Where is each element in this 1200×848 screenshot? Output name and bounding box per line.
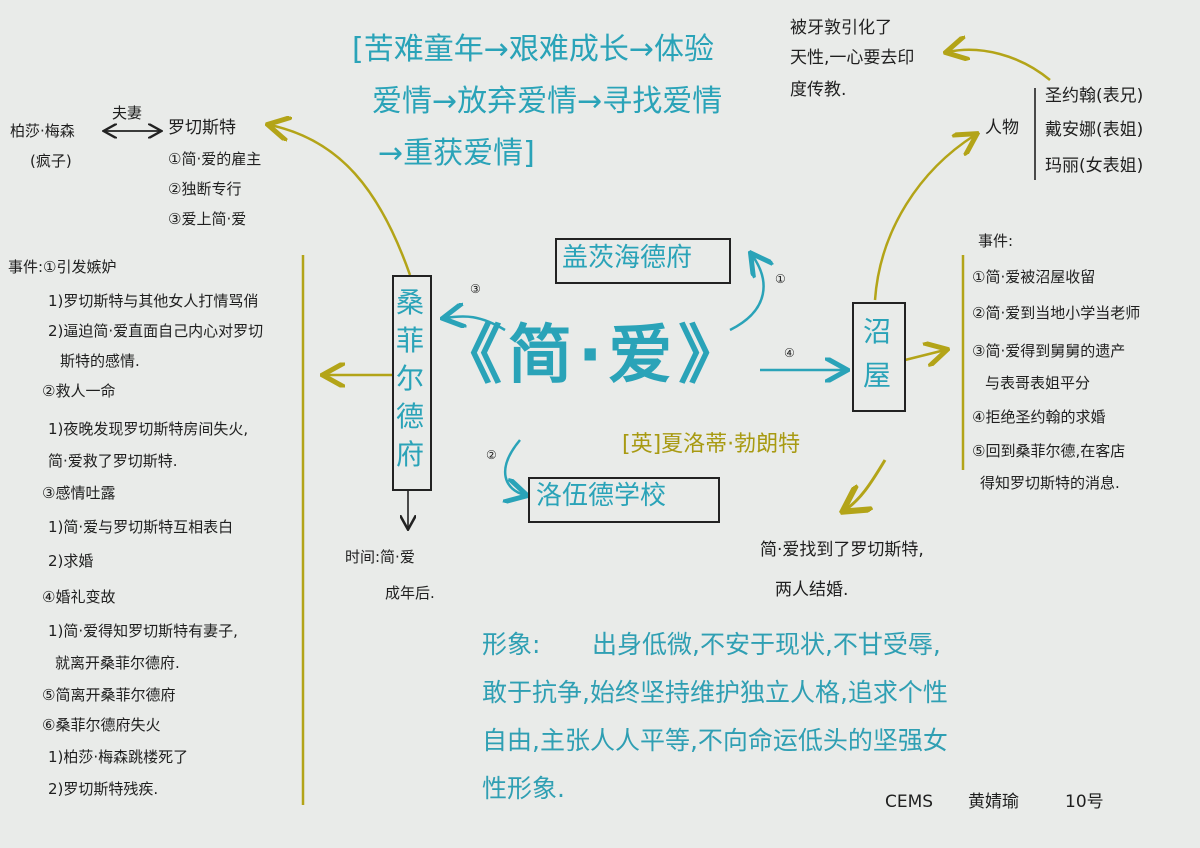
- tf-heading: 事件:①引发嫉妒: [8, 258, 117, 276]
- gateshead-box: [555, 238, 731, 284]
- image-line4: 性形象.: [482, 774, 565, 803]
- spouse-label: 夫妻: [112, 104, 143, 122]
- arrow-to-note: [948, 50, 1051, 81]
- num-3: ③: [470, 282, 481, 296]
- storyline-line1: [苦难童年→艰难成长→体验: [352, 32, 714, 67]
- marsh-e5b: 得知罗切斯特的消息.: [980, 474, 1120, 492]
- book-title: 《简·爱》: [438, 319, 749, 393]
- tf-d1: 1)简·爱得知罗切斯特有妻子,: [48, 622, 238, 640]
- time-line1: 时间:简·爱: [345, 548, 415, 566]
- person-diana: 戴安娜(表姐): [1045, 120, 1144, 140]
- rochester-trait-1: ①简·爱的雇主: [168, 150, 262, 168]
- rochester-trait-2: ②独断专行: [168, 180, 242, 198]
- tf-a1: 1)罗切斯特与其他女人打情骂俏: [48, 292, 259, 310]
- num-1: ①: [775, 272, 786, 286]
- tf-c2: 2)求婚: [48, 552, 94, 570]
- note-line1: 被牙敦引化了: [790, 18, 892, 38]
- image-line1: 出身低微,不安于现状,不甘受辱,: [592, 630, 941, 659]
- lowood-label: 洛伍德学校: [536, 481, 667, 511]
- marsh-e3a: ③简·爱得到舅舅的遗产: [972, 342, 1126, 360]
- gateshead-label: 盖茨海德府: [562, 243, 693, 273]
- rochester-name: 罗切斯特: [168, 118, 236, 138]
- arrow-to-people: [873, 135, 975, 301]
- note-line3: 度传教.: [790, 80, 847, 100]
- tf-c: ③感情吐露: [42, 484, 116, 502]
- storyline-line2: 爱情→放弃爱情→寻找爱情: [372, 84, 723, 119]
- tf-f1: 1)柏莎·梅森跳楼死了: [48, 748, 189, 766]
- marsh-heading: 事件:: [978, 232, 1014, 250]
- lowood-box: [528, 477, 720, 523]
- person-mary: 玛丽(女表姐): [1045, 156, 1144, 176]
- author: [英]夏洛蒂·勃朗特: [622, 432, 801, 457]
- bertha-name: 柏莎·梅森: [10, 122, 75, 140]
- people-label: 人物: [985, 118, 1019, 138]
- tf-b2: 简·爱救了罗切斯特.: [48, 452, 178, 470]
- signature-name: 黄婧瑜: [968, 792, 1019, 812]
- marsh-e4: ④拒绝圣约翰的求婚: [972, 408, 1106, 426]
- marsh-box: [852, 302, 906, 412]
- signature-school: CEMS: [885, 792, 934, 812]
- time-line2: 成年后.: [385, 584, 435, 602]
- tf-e: ⑤简离开桑菲尔德府: [42, 686, 176, 704]
- tf-c1: 1)简·爱与罗切斯特互相表白: [48, 518, 234, 536]
- arrow-to-thornfield: [445, 316, 506, 332]
- tf-b: ②救人一命: [42, 382, 116, 400]
- tf-f: ⑥桑菲尔德府失火: [42, 716, 161, 734]
- image-line3: 自由,主张人人平等,不向命运低头的坚强女: [482, 726, 948, 755]
- thornfield-label: 桑菲尔德府: [396, 286, 425, 471]
- tf-a2: 2)逼迫简·爱直面自己内心对罗切: [48, 322, 264, 340]
- storyline-line3: →重获爱情]: [378, 136, 535, 171]
- tf-b1: 1)夜晚发现罗切斯特房间失火,: [48, 420, 249, 438]
- person-st-john: 圣约翰(表兄): [1045, 86, 1144, 106]
- arrow-to-gateshead: [729, 255, 764, 332]
- tf-a3: 斯特的感情.: [60, 352, 140, 370]
- marsh-e5a: ⑤回到桑菲尔德,在客店: [972, 442, 1126, 460]
- tf-d: ④婚礼变故: [42, 588, 116, 606]
- marsh-e2: ②简·爱到当地小学当老师: [972, 304, 1141, 322]
- note-line2: 天性,一心要去印: [790, 48, 915, 68]
- arrow-to-rochester: [270, 125, 412, 276]
- num-2: ②: [486, 448, 497, 462]
- tf-f2: 2)罗切斯特残疾.: [48, 780, 159, 798]
- bertha-note: (疯子): [30, 152, 72, 170]
- marsh-e3b: 与表哥表姐平分: [985, 374, 1091, 392]
- image-line2: 敢于抗争,始终坚持维护独立人格,追求个性: [482, 678, 948, 707]
- signature-number: 10号: [1065, 792, 1104, 812]
- arrow-to-marsh-events: [904, 350, 945, 360]
- ending-line1: 简·爱找到了罗切斯特,: [760, 540, 924, 560]
- marsh-e1: ①简·爱被沼屋收留: [972, 268, 1096, 286]
- arrow-to-lowood: [505, 439, 525, 495]
- arrow-to-ending: [845, 459, 887, 510]
- num-4: ④: [784, 346, 795, 360]
- ending-line2: 两人结婚.: [775, 580, 849, 600]
- marsh-label: 沼屋: [862, 315, 891, 392]
- rochester-trait-3: ③爱上简·爱: [168, 210, 247, 228]
- tf-d2: 就离开桑菲尔德府.: [55, 654, 180, 672]
- image-label: 形象:: [482, 630, 541, 659]
- thornfield-box: [392, 275, 432, 491]
